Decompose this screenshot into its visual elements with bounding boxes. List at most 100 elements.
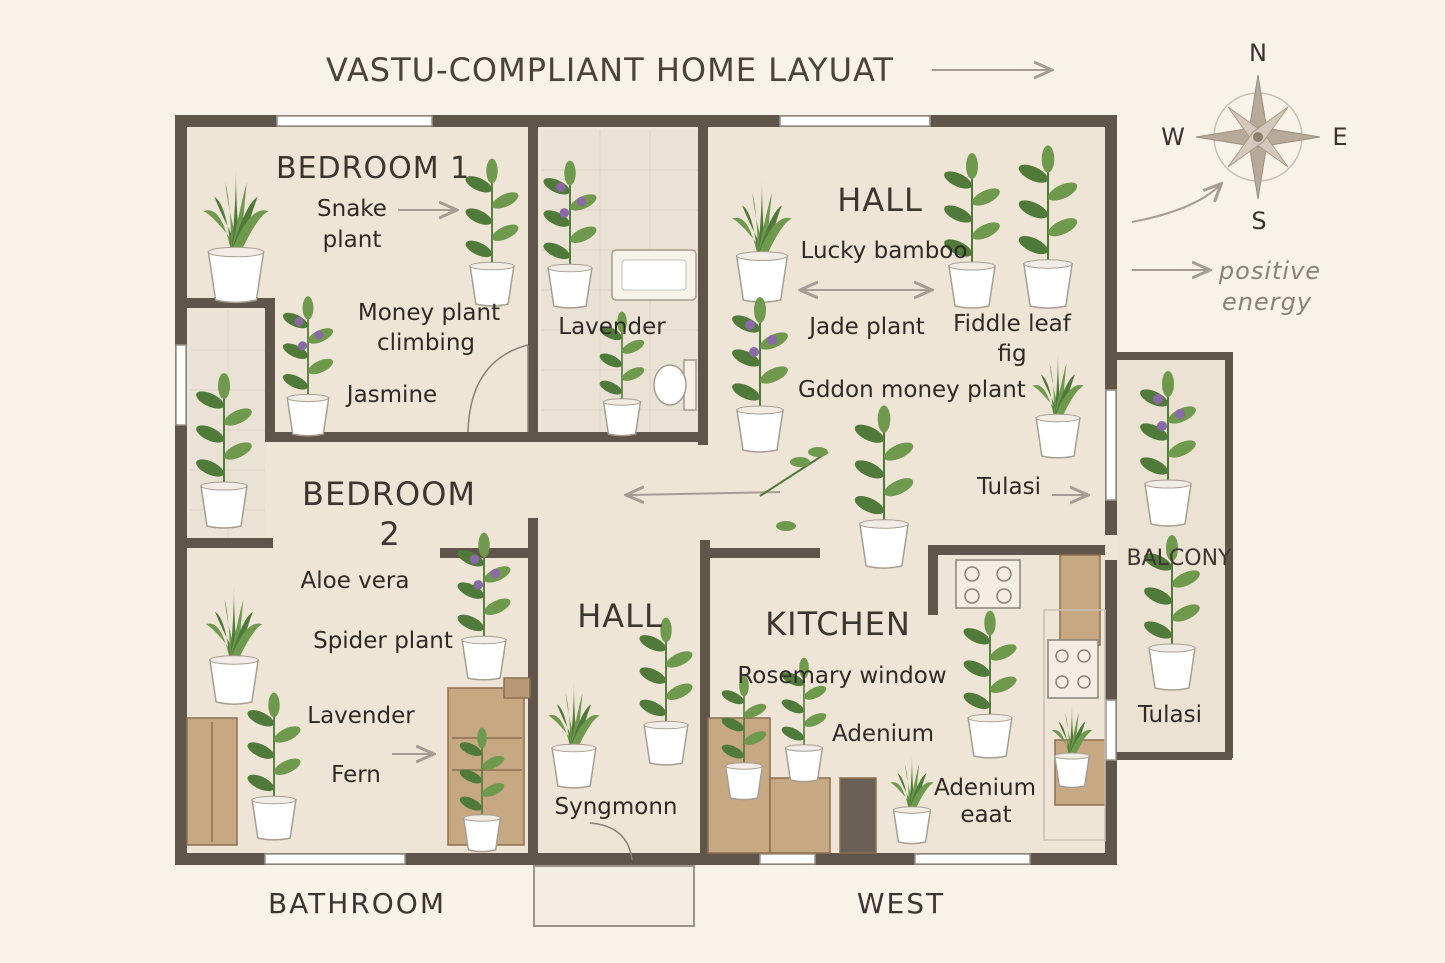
plant-label-fern: Fern xyxy=(331,762,381,788)
leaf xyxy=(760,366,788,384)
wall-bed1-right xyxy=(528,127,538,437)
flower xyxy=(749,347,759,357)
compass-curve-arrow xyxy=(1131,185,1220,223)
plant-label-adenium: Adenium xyxy=(831,721,935,747)
leaf xyxy=(247,710,274,727)
entry-step xyxy=(533,865,695,927)
flower xyxy=(473,580,484,590)
pot-kitchen-left xyxy=(721,675,767,801)
leaf xyxy=(622,339,645,354)
leaf xyxy=(1048,218,1078,237)
energy-note-line2: energy xyxy=(1221,288,1313,316)
bottom-label-west: WEST xyxy=(856,887,946,920)
leaf xyxy=(790,457,810,467)
wall-bed2-top-left xyxy=(175,538,273,548)
pot-balcony-tulasi xyxy=(1144,535,1200,691)
leaf xyxy=(477,727,487,749)
flower xyxy=(1153,394,1163,404)
flower xyxy=(469,554,480,564)
leaf xyxy=(1054,384,1084,418)
bathtub-inner xyxy=(621,259,687,291)
room-label-bedroom2-line2: 2 xyxy=(379,515,401,553)
pot-money-plant xyxy=(282,296,334,437)
pot-tall-leafy-bed1 xyxy=(465,158,519,307)
leaf xyxy=(781,726,804,741)
leaf xyxy=(732,383,760,401)
leaf xyxy=(739,675,749,697)
pot-rim xyxy=(967,713,1013,723)
pot xyxy=(1035,417,1081,459)
wall-kitchen-counter-side xyxy=(928,545,938,615)
leaf xyxy=(457,614,484,632)
leaf xyxy=(963,628,990,645)
flower xyxy=(555,182,566,192)
pot-rim xyxy=(859,519,909,529)
leaf xyxy=(660,617,672,643)
pot-aloe xyxy=(205,586,263,705)
pot xyxy=(602,401,642,437)
kitchen-cabinet-bottom xyxy=(769,777,831,854)
pot-rim xyxy=(948,261,996,271)
leaf xyxy=(224,408,252,426)
arrows xyxy=(392,70,1220,754)
pot-kitchen-rosemary xyxy=(963,610,1017,759)
leaf xyxy=(218,373,230,399)
leaf xyxy=(1144,587,1172,605)
leaf xyxy=(599,353,622,368)
windows xyxy=(175,115,1117,865)
kitchen-cabinet-right xyxy=(1059,554,1101,646)
plant-label-lavender-bath: Lavender xyxy=(558,314,666,340)
pot-dresser xyxy=(459,727,505,853)
wall-kitchen-left xyxy=(700,540,710,865)
compass-center xyxy=(1253,132,1263,142)
leaf xyxy=(1144,621,1172,639)
pot-snake-plant xyxy=(203,168,269,304)
room-label-balcony: BALCONY xyxy=(1126,546,1232,571)
pot xyxy=(643,724,689,766)
leaf xyxy=(804,713,827,727)
leaf xyxy=(465,240,492,258)
leaf xyxy=(1018,200,1048,219)
leaf xyxy=(465,208,492,225)
leaf xyxy=(274,726,301,743)
leaf xyxy=(897,773,916,810)
pot xyxy=(1144,483,1192,527)
pot xyxy=(208,659,260,705)
wall-bed1-left-inner xyxy=(265,300,275,442)
plant-label-money-line1: Money plant xyxy=(357,300,501,326)
leaf xyxy=(196,391,224,409)
pot-rim xyxy=(603,398,641,406)
balcony-wall-bottom xyxy=(1117,752,1232,760)
leaf xyxy=(972,222,1000,240)
pot xyxy=(251,799,297,841)
leaf xyxy=(744,731,767,745)
flower xyxy=(745,320,755,330)
pot-kitchen-corner xyxy=(1051,703,1093,789)
leaf xyxy=(564,160,576,186)
pot xyxy=(469,265,515,307)
pot-golden-money xyxy=(732,297,788,453)
leaf xyxy=(543,242,570,260)
pot-rim xyxy=(785,744,823,752)
leaf xyxy=(966,153,978,179)
leaf xyxy=(754,297,766,323)
stove-side xyxy=(1047,639,1099,699)
compass-east-label: E xyxy=(1332,123,1348,151)
pot xyxy=(462,817,502,853)
leaf xyxy=(990,644,1017,661)
leaf xyxy=(944,205,972,223)
leaf xyxy=(944,171,972,189)
bath-fixtures xyxy=(611,249,697,411)
pot xyxy=(784,747,824,783)
pot-hall-bottom-2 xyxy=(639,617,693,766)
pot-spider-flower xyxy=(457,532,511,681)
leaf xyxy=(617,311,627,333)
flower xyxy=(298,341,308,351)
leaf xyxy=(1058,721,1075,756)
room-label-kitchen: KITCHEN xyxy=(765,605,911,643)
pot-fern xyxy=(247,692,301,841)
leaf xyxy=(302,296,314,320)
leaf xyxy=(1041,145,1055,173)
leaf xyxy=(639,667,666,684)
